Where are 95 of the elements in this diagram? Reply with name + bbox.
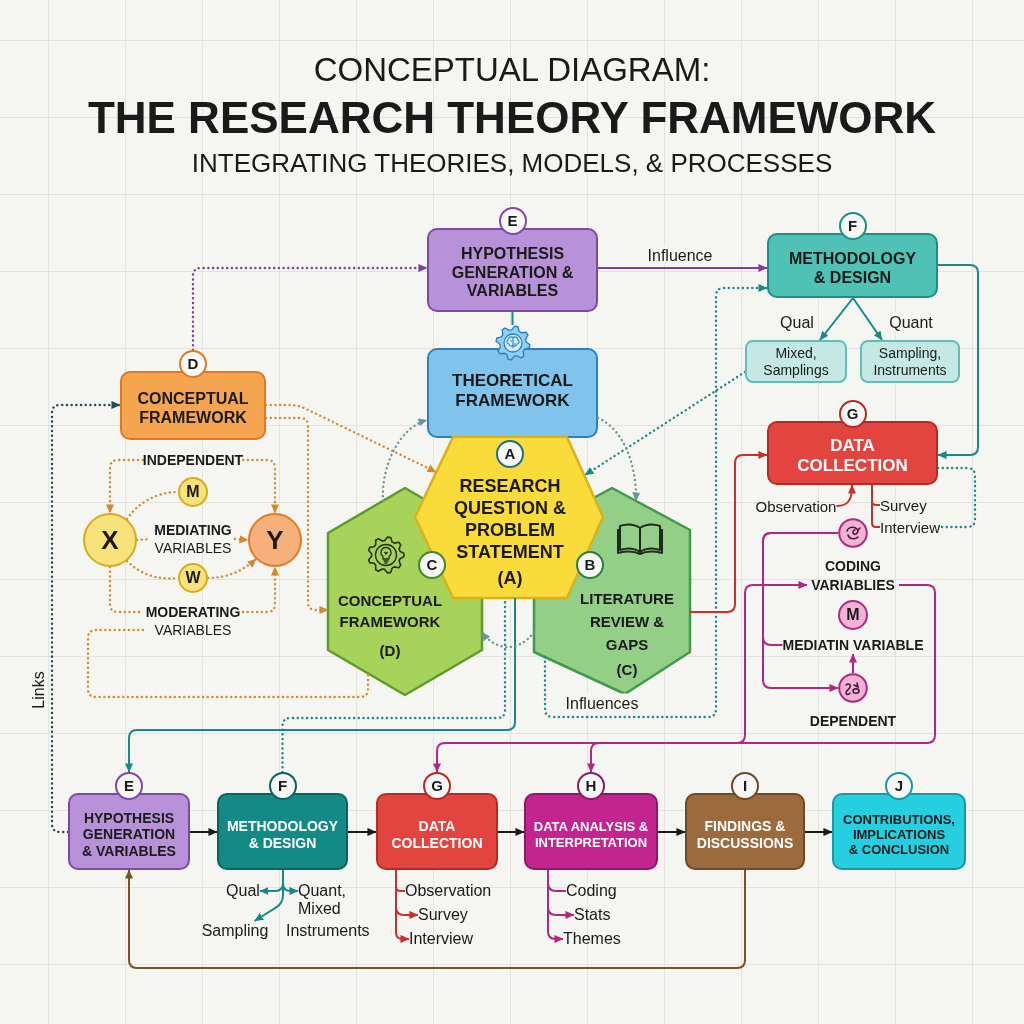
- letter-marker: J: [885, 772, 913, 800]
- arrow: [105, 458, 144, 515]
- branch-label: Qual: [226, 881, 260, 901]
- process-box: FINDINGS & DISCUSSIONS: [685, 793, 805, 870]
- subtitle: INTEGRATING THEORIES, MODELS, & PROCESSES: [191, 146, 833, 180]
- method-label: Observation: [755, 496, 837, 516]
- connector-line: [762, 532, 839, 646]
- branch-label: Interview: [409, 929, 474, 949]
- hexagon-title: CONCEPTUAL FRAMEWORK: [336, 591, 444, 632]
- branch-label: Observation: [405, 881, 492, 901]
- arrow: [264, 416, 330, 615]
- letter-marker: I: [731, 772, 759, 800]
- arrow: [432, 580, 808, 773]
- arrow: [381, 418, 429, 503]
- letter-marker: G: [838, 400, 867, 428]
- letter-marker: D: [179, 350, 207, 378]
- arrow: [819, 297, 854, 341]
- arrow: [852, 297, 883, 341]
- arrow: [547, 869, 564, 944]
- branch-label: Instruments: [286, 921, 370, 941]
- letter-marker: F: [838, 212, 867, 240]
- arrow: [50, 400, 122, 834]
- arrow: [191, 263, 429, 352]
- connector-line: [871, 484, 881, 528]
- letter-marker: E: [115, 772, 143, 800]
- symbol-icon: [838, 673, 868, 703]
- letter-marker: H: [577, 772, 605, 800]
- variable-label: MEDIATIN VARIABLE: [782, 636, 924, 654]
- process-box: HYPOTHESIS GENERATION & VARIABLES: [68, 793, 190, 870]
- arrow: [253, 869, 284, 922]
- variable-label: CODING VARIABLIES: [807, 557, 899, 595]
- process-box: DATA COLLECTION: [376, 793, 498, 870]
- process-box: METHODOLOGY & DESIGN: [767, 233, 938, 298]
- arrow: [804, 827, 833, 837]
- variable-circle: Y: [248, 513, 302, 567]
- hexagon-tag: (C): [616, 657, 638, 681]
- method-label: Survey: [880, 495, 927, 515]
- arrow: [937, 264, 979, 460]
- diagram-title: CONCEPTUAL DIAGRAM: THE RESEARCH THEORY FRAMEWORK: [87, 50, 937, 144]
- arrow: [206, 557, 258, 580]
- process-box: METHODOLOGY & DESIGN: [217, 793, 348, 870]
- process-box: DATA ANALYSIS & INTERPRETATION: [524, 793, 658, 870]
- arrow: [480, 630, 536, 649]
- variable-label: MODERATING VARIABLES: [143, 603, 243, 639]
- arrow: [583, 370, 747, 477]
- arrow: [657, 827, 686, 837]
- process-box: CONTRIBUTIONS, IMPLICATIONS & CONCLUSION: [832, 793, 966, 870]
- branch-label: Sampling: [201, 921, 269, 941]
- arrow: [264, 403, 438, 474]
- letter-marker: G: [423, 772, 451, 800]
- process-box: CONCEPTUAL FRAMEWORK: [120, 371, 266, 440]
- connector-line: [936, 466, 977, 529]
- symbol-icon: [838, 518, 868, 548]
- variable-circle: M: [838, 600, 868, 630]
- option-box: Sampling, Instruments: [860, 340, 960, 383]
- process-box: DATA COLLECTION: [767, 421, 938, 485]
- arrow: [848, 653, 858, 674]
- arrow: [597, 263, 768, 273]
- letter-marker: E: [498, 207, 527, 235]
- hexagon-tag: (A): [497, 567, 523, 589]
- branch-label: Quant, Mixed: [298, 882, 354, 918]
- hexagon-title: LITERATURE REVIEW & GAPS: [579, 589, 675, 655]
- arrow: [689, 450, 768, 613]
- variable-label: INDEPENDENT: [142, 451, 244, 469]
- variable-circle: M: [178, 477, 208, 507]
- arrow: [233, 535, 250, 544]
- arrow: [241, 565, 280, 614]
- arrow: [835, 484, 856, 507]
- arrow: [497, 827, 525, 837]
- letter-marker: F: [268, 772, 297, 800]
- arrow: [543, 283, 769, 719]
- arrow: [347, 827, 377, 837]
- branch-label: Coding: [566, 881, 617, 901]
- variable-circle: W: [178, 563, 208, 593]
- branch-label: Themes: [563, 929, 621, 949]
- hexagon-title: RESEARCH QUESTION & PROBLEM STATEMENT: [453, 475, 567, 563]
- method-label: Interview: [880, 517, 941, 537]
- variable-circle: X: [83, 513, 137, 567]
- hexagon-tag: (D): [379, 639, 401, 661]
- process-box: THEORETICAL FRAMEWORK: [427, 348, 598, 438]
- variable-label: MEDIATING VARIABLES: [151, 521, 235, 557]
- arrow: [189, 827, 218, 837]
- arrow: [586, 584, 936, 773]
- option-box: Mixed, Samplings: [745, 340, 847, 383]
- variable-label: DEPENDENT: [809, 712, 897, 730]
- connector-line: [86, 628, 370, 699]
- arrow: [242, 458, 280, 515]
- arrow: [395, 869, 410, 944]
- arrow: [124, 869, 746, 969]
- process-box: HYPOTHESIS GENERATION & VARIABLES: [427, 228, 598, 312]
- branch-label: Stats: [574, 905, 611, 925]
- arrow: [124, 597, 516, 773]
- branch-label: Survey: [418, 905, 468, 925]
- arrow: [596, 416, 641, 503]
- connector-line: [511, 311, 514, 326]
